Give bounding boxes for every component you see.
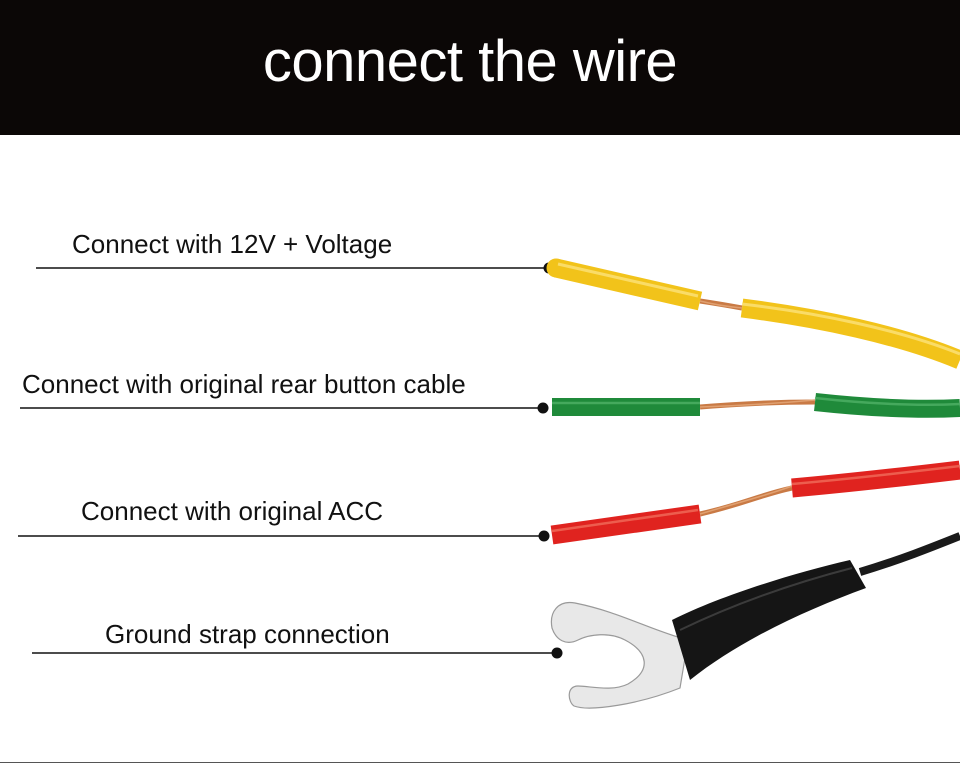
label-12v-voltage: Connect with 12V + Voltage [72,229,393,259]
label-ground-strap: Ground strap connection [105,619,390,649]
bottom-divider [0,762,960,763]
label-original-acc: Connect with original ACC [81,496,384,526]
title-banner: connect the wire [0,0,960,135]
fork-terminal-icon [550,601,689,709]
red-wire [550,460,960,545]
leader-dot-acc [538,530,550,542]
leader-dot-rear-button [537,402,549,414]
page-title: connect the wire [262,29,678,94]
yellow-wire [546,258,960,369]
leader-dot-ground [551,647,563,659]
ground-wire [550,532,960,709]
green-wire [552,393,960,418]
label-rear-button-cable: Connect with original rear button cable [22,369,466,399]
